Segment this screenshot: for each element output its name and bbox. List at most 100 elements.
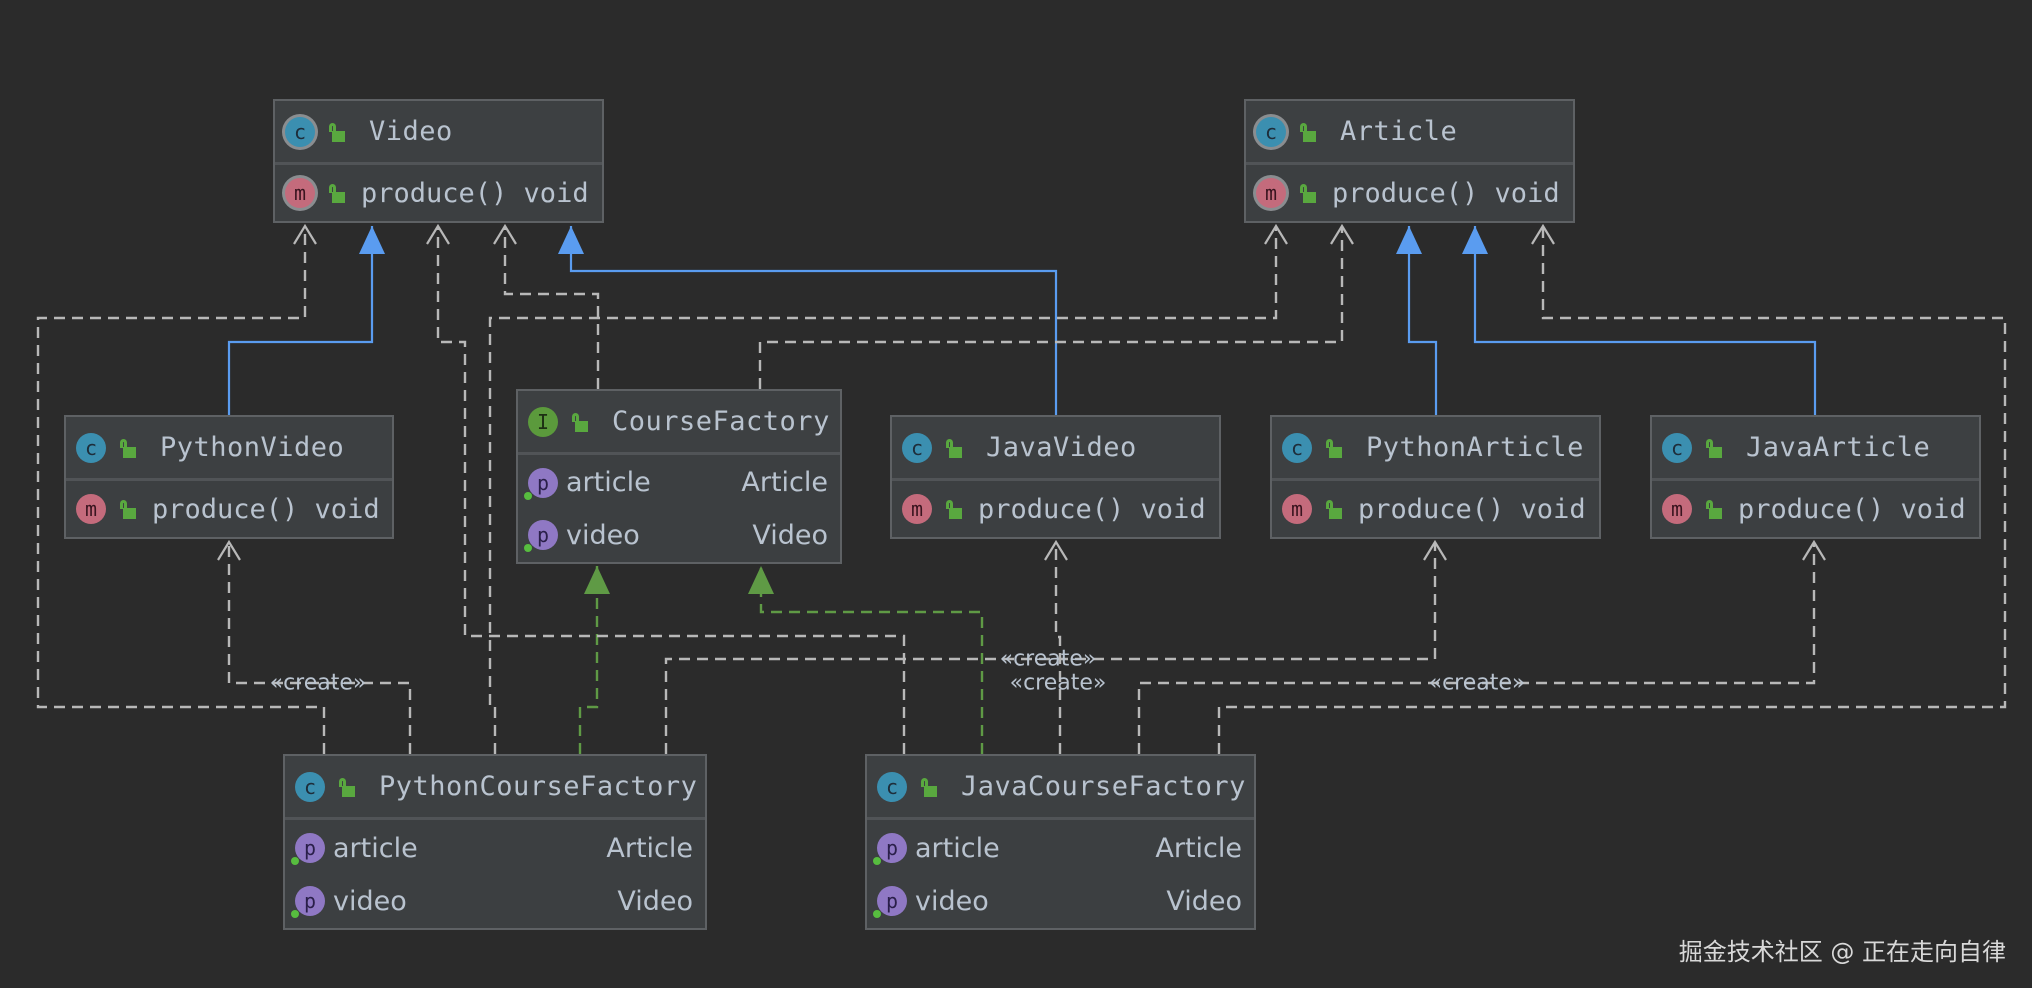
method-icon: m	[902, 494, 932, 524]
open-arrowhead	[426, 223, 450, 245]
class-icon: c	[877, 771, 907, 802]
triangle-arrowhead	[1462, 226, 1488, 254]
method-row: m produce() void	[66, 481, 392, 537]
open-arrowhead	[1330, 223, 1354, 245]
abstract-method-icon: m	[285, 178, 315, 208]
class-name: Video	[369, 116, 453, 147]
property-icon: p	[291, 886, 325, 918]
field-name: video	[915, 885, 989, 917]
class-name: Article	[1340, 116, 1458, 147]
property-icon: p	[873, 886, 907, 918]
class-header: c PythonVideo	[66, 417, 392, 481]
edge-dependency-pythoncoursefactory-to-article	[488, 223, 1288, 754]
edge-implements-javacoursefactory-to-coursefactory	[748, 566, 984, 754]
edge-label-create: «create»	[1428, 670, 1526, 696]
field-type: Article	[741, 467, 828, 499]
open-arrowhead	[493, 223, 517, 245]
interface-icon: I	[528, 406, 558, 437]
method-signature: produce() void	[1332, 177, 1560, 209]
class-node-video[interactable]: c Video m produce() void	[273, 99, 604, 223]
edge-dependency-javacoursefactory-to-javavideo	[1044, 539, 1068, 754]
edge-dependency-pythoncoursefactory-to-pythonvideo	[217, 539, 412, 754]
method-row: m produce() void	[1246, 165, 1573, 221]
open-arrowhead	[1044, 539, 1068, 561]
open-arrowhead	[293, 223, 317, 245]
edge-label-create: «create»	[1009, 670, 1107, 696]
class-node-python-video[interactable]: c PythonVideo m produce() void	[64, 415, 394, 539]
field-name: video	[333, 885, 407, 917]
abstract-class-icon: c	[285, 116, 315, 147]
field-name: article	[915, 832, 1000, 864]
public-lock-icon	[1300, 122, 1316, 142]
public-lock-icon	[946, 438, 962, 458]
method-icon: m	[76, 494, 106, 524]
open-arrowhead	[1264, 223, 1288, 245]
method-signature: produce() void	[978, 493, 1206, 525]
watermark: 掘金技术社区 @ 正在走向自律	[1678, 938, 2006, 966]
public-lock-icon	[1326, 438, 1342, 458]
class-header: c Video	[275, 101, 602, 165]
class-node-article[interactable]: c Article m produce() void	[1244, 99, 1575, 223]
abstract-class-icon: c	[1256, 116, 1286, 147]
method-icon: m	[1282, 494, 1312, 524]
public-lock-icon	[1300, 184, 1316, 203]
class-name: PythonCourseFactory	[379, 771, 698, 802]
abstract-method-icon: m	[1256, 178, 1286, 208]
edge-dependency-javacoursefactory-to-video	[426, 223, 906, 754]
triangle-arrowhead	[558, 226, 584, 254]
public-lock-icon	[1326, 500, 1342, 519]
public-lock-icon	[921, 777, 937, 797]
field-type: Article	[606, 832, 693, 864]
class-name: PythonVideo	[160, 432, 345, 463]
method-row: m produce() void	[275, 165, 602, 221]
triangle-arrowhead	[1396, 226, 1422, 254]
open-arrowhead	[1423, 539, 1447, 561]
field-name: article	[333, 832, 418, 864]
field-name: article	[566, 467, 651, 499]
edge-extends-javaarticle-to-article	[1462, 226, 1817, 415]
method-icon: m	[1662, 494, 1692, 524]
public-lock-icon	[1706, 500, 1722, 519]
public-lock-icon	[339, 777, 355, 797]
triangle-arrowhead	[584, 566, 610, 594]
property-icon: p	[873, 833, 907, 865]
method-signature: produce() void	[1358, 493, 1586, 525]
edge-label-create: «create»	[269, 670, 367, 696]
public-lock-icon	[329, 184, 345, 203]
public-lock-icon	[946, 500, 962, 519]
open-arrowhead	[1802, 539, 1826, 561]
property-icon: p	[291, 833, 325, 865]
triangle-arrowhead	[359, 226, 385, 254]
public-lock-icon	[1706, 438, 1722, 458]
open-arrowhead	[217, 539, 241, 561]
edge-extends-pythonarticle-to-article	[1396, 226, 1438, 415]
public-lock-icon	[120, 500, 136, 519]
field-type: Video	[617, 885, 693, 917]
method-row: m produce() void	[1272, 481, 1599, 537]
field-name: video	[566, 519, 640, 551]
class-header: c Article	[1246, 101, 1573, 165]
edge-implements-pythoncoursefactory-to-coursefactory	[578, 566, 610, 754]
open-arrowhead	[1531, 223, 1555, 245]
edge-dependency-coursefactory-to-article	[758, 223, 1354, 389]
class-name: JavaArticle	[1746, 432, 1931, 463]
method-signature: produce() void	[152, 493, 380, 525]
class-icon: c	[76, 432, 106, 463]
method-signature: produce() void	[361, 177, 589, 209]
